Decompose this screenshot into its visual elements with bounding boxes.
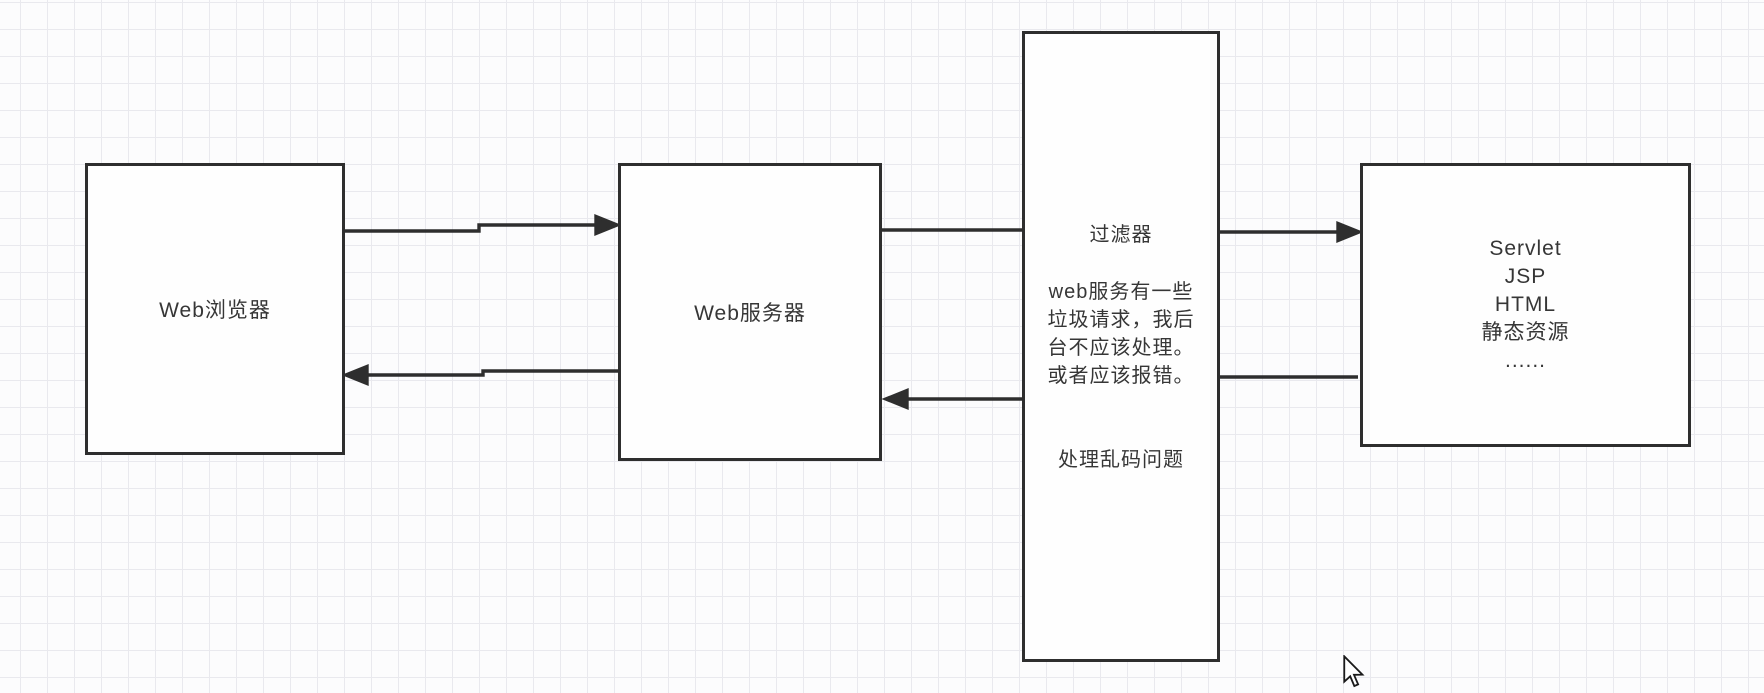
arrow-browser-to-server — [345, 213, 622, 237]
backend-node-line: ...... — [1504, 349, 1546, 372]
arrow-filter-to-backend — [1220, 220, 1364, 244]
mouse-cursor-icon — [1343, 655, 1365, 688]
backend-node-line: Servlet — [1489, 237, 1562, 260]
backend-node-line: HTML — [1494, 293, 1557, 316]
backend-node-line: 静态资源 — [1481, 321, 1570, 344]
filter-node: 过滤器 web服务有一些 垃圾请求，我后 台不应该处理。 或者应该报错。 处理乱… — [1022, 31, 1220, 662]
filter-body-line: 垃圾请求，我后 — [1047, 309, 1195, 331]
browser-node-label: Web浏览器 — [159, 299, 271, 322]
arrow-filter-to-server — [881, 387, 1023, 411]
filter-body-line: 或者应该报错。 — [1047, 365, 1195, 387]
filter-node-body: web服务有一些 垃圾请求，我后 台不应该处理。 或者应该报错。 — [1025, 278, 1217, 390]
server-node-label: Web服务器 — [694, 302, 806, 325]
filter-body-line: web服务有一些 — [1048, 281, 1194, 303]
server-node: Web服务器 — [618, 163, 882, 461]
backend-node-line: JSP — [1504, 265, 1547, 288]
filter-body-line: 台不应该处理。 — [1047, 337, 1195, 359]
filter-node-footer: 处理乱码问题 — [1058, 449, 1184, 471]
arrow-server-to-browser — [341, 363, 618, 387]
filter-node-title: 过滤器 — [1089, 224, 1153, 246]
backend-node: Servlet JSP HTML 静态资源 ...... — [1360, 163, 1691, 447]
browser-node: Web浏览器 — [85, 163, 345, 455]
